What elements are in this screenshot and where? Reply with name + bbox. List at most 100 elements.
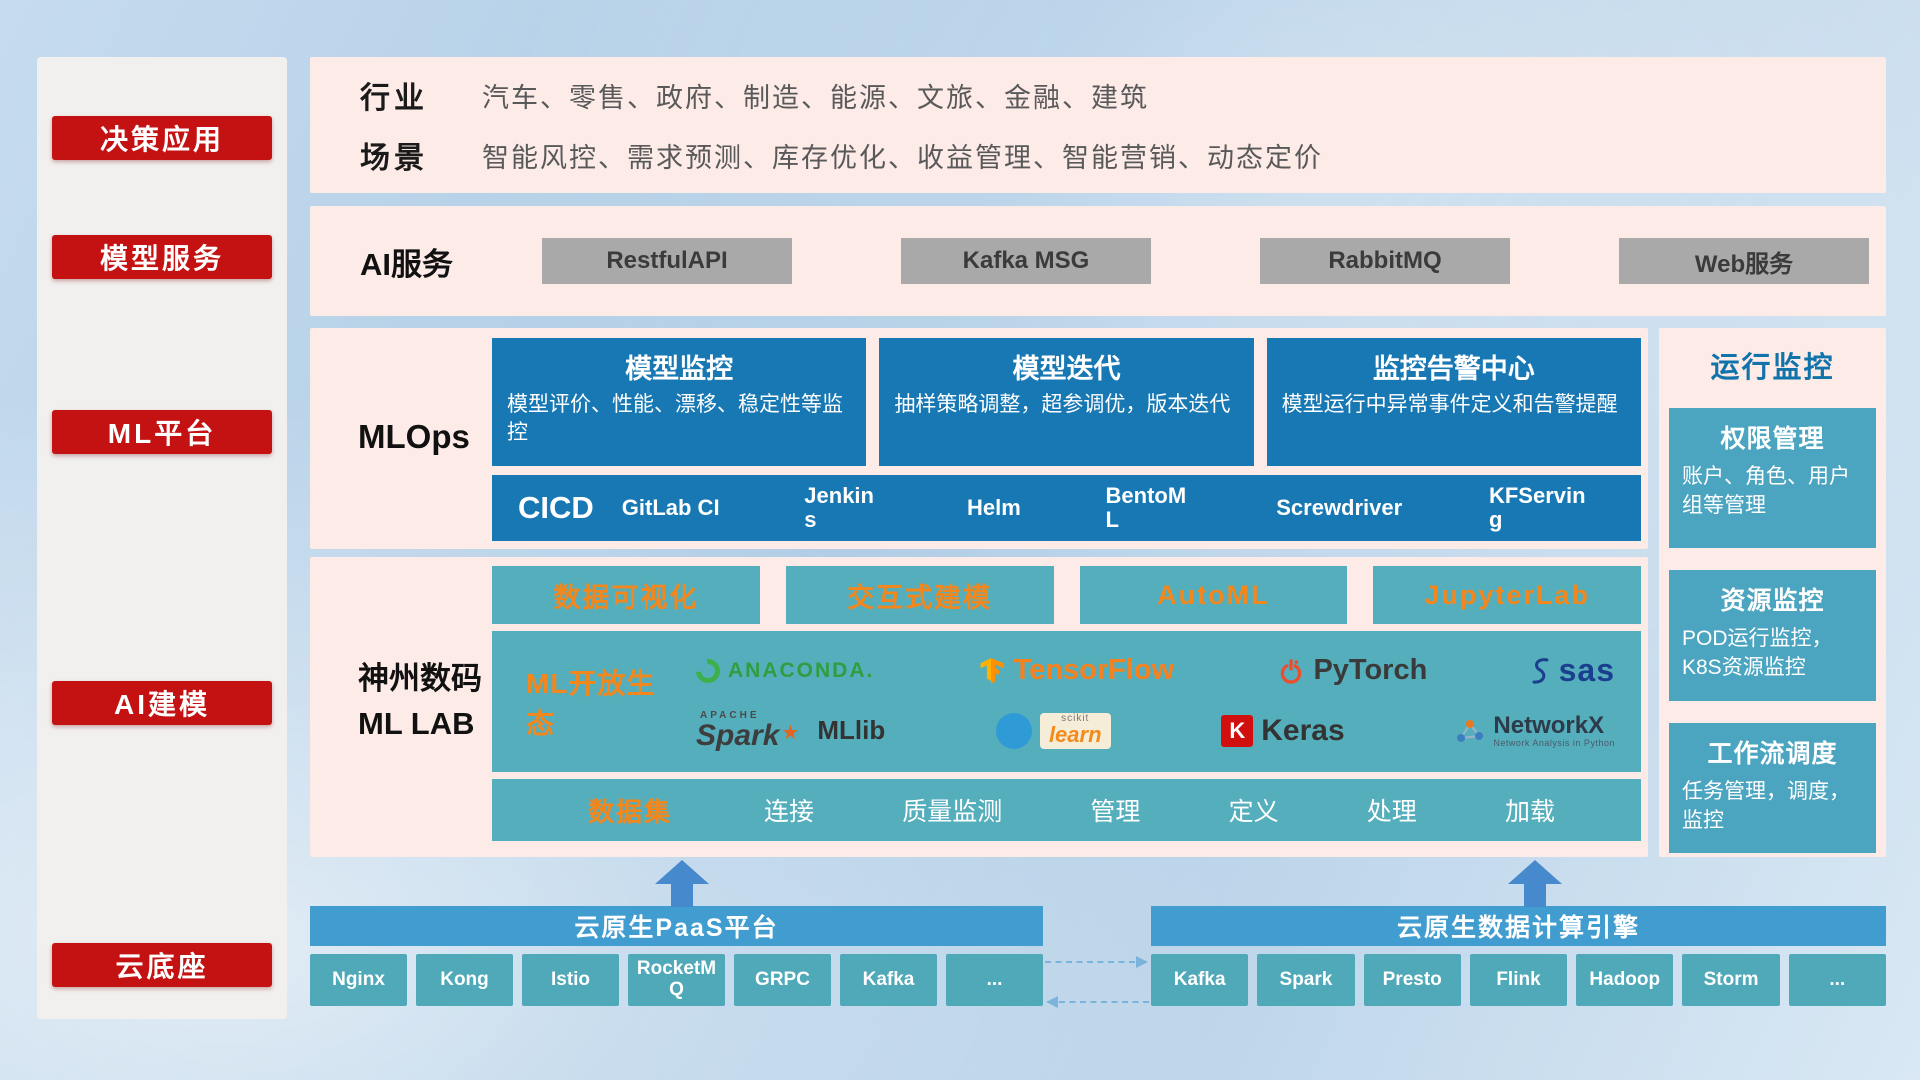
restful-api-box: RestfulAPI (542, 238, 792, 284)
dataset-item-process: 处理 (1366, 798, 1417, 826)
cicd-title: CICD (518, 490, 594, 525)
data-engine-group: 云原生数据计算引擎 Kafka Spark Presto Flink Hadoo… (1151, 906, 1886, 1006)
middle-area: MLOps 模型监控 模型评价、性能、漂移、稳定性等监控 模型迭代 抽样策略调整… (310, 328, 1886, 857)
middle-left-column: MLOps 模型监控 模型评价、性能、漂移、稳定性等监控 模型迭代 抽样策略调整… (310, 328, 1648, 857)
interactive-modeling-box: 交互式建模 (785, 566, 1054, 624)
layer-ml-platform: ML平台 (52, 410, 272, 454)
workflow-scheduling-card: 工作流调度 任务管理，调度，监控 (1669, 723, 1876, 853)
scene-row: 场景 智能风控、需求预测、库存优化、收益管理、智能营销、动态定价 (360, 133, 1886, 177)
dataset-label: 数据集 (588, 796, 673, 827)
apache-label: APACHE (700, 709, 760, 721)
mllab-label-line2: ML LAB (358, 705, 475, 741)
industry-list: 汽车、零售、政府、制造、能源、文旅、金融、建筑 (482, 82, 1149, 113)
left-layer-sidebar: 决策应用 模型服务 ML平台 AI建模 云底座 (37, 57, 287, 1019)
alert-center-card: 监控告警中心 模型运行中异常事件定义和告警提醒 (1266, 338, 1641, 466)
flink-box: Flink (1469, 954, 1568, 1006)
card-title: 工作流调度 (1707, 740, 1838, 768)
kafka-box: Kafka (840, 954, 937, 1006)
paas-components: Nginx Kong Istio RocketMQ GRPC Kafka ... (310, 954, 1043, 1006)
card-desc: 抽样策略调整，超参调优，版本迭代 (894, 393, 1231, 416)
more-box: ... (946, 954, 1043, 1006)
cicd-items: GitLab CI Jenkins Helm BentoML Screwdriv… (622, 484, 1641, 532)
card-title: 模型监控 (625, 354, 734, 384)
storm-box: Storm (1682, 954, 1780, 1006)
cicd-item-helm: Helm (967, 495, 1021, 520)
arrow-stem (1524, 884, 1546, 907)
keras-wordmark: Keras (1261, 713, 1345, 747)
cicd-item-jenkins: Jenkins (804, 483, 874, 532)
ai-service-panel: AI服务 RestfulAPI Kafka MSG RabbitMQ Web服务 (310, 206, 1886, 316)
paas-platform-title: 云原生PaaS平台 (310, 906, 1043, 946)
data-visualization-box: 数据可视化 (492, 566, 760, 624)
engine-components: Kafka Spark Presto Flink Hadoop Storm ..… (1151, 954, 1886, 1006)
pytorch-logo: PyTorch (1277, 654, 1427, 687)
cicd-item-screwdriver: Screwdriver (1276, 495, 1403, 521)
cicd-item-gitlab-ci: GitLab CI (621, 495, 720, 520)
sas-logo: sas (1531, 652, 1615, 689)
dataset-item-manage: 管理 (1090, 798, 1141, 826)
rocketmq-box: RocketMQ (628, 954, 725, 1006)
cicd-item-kfserving: KFServing (1488, 483, 1586, 532)
scikit-learn-wordmark: scikit learn (1039, 712, 1111, 749)
mllab-label: 神州数码 ML LAB (358, 657, 482, 747)
industry-scene-panel: 行业 汽车、零售、政府、制造、能源、文旅、金融、建筑 场景 智能风控、需求预测、… (310, 57, 1886, 193)
arrow-stem (671, 884, 693, 907)
networkx-icon (1457, 719, 1484, 742)
more-engine-box: ... (1788, 954, 1886, 1006)
card-title: 模型迭代 (1012, 354, 1121, 384)
mlops-panel: MLOps 模型监控 模型评价、性能、漂移、稳定性等监控 模型迭代 抽样策略调整… (310, 328, 1648, 549)
anaconda-icon (691, 653, 725, 688)
data-engine-title: 云原生数据计算引擎 (1151, 906, 1886, 946)
rabbitmq-box: RabbitMQ (1260, 238, 1510, 284)
dataset-item-quality: 质量监测 (902, 798, 1003, 826)
dashed-arrow-left-icon (1046, 996, 1149, 1008)
layer-ai-modeling: AI建模 (52, 681, 272, 725)
networkx-logo: NetworkX Network Analysis in Python (1455, 712, 1615, 749)
mllab-label-line1: 神州数码 (358, 661, 482, 696)
networkx-wordmark-stack: NetworkX Network Analysis in Python (1493, 712, 1615, 749)
runtime-monitoring-panel: 运行监控 权限管理 账户、角色、用户组等管理 资源监控 POD运行监控，K8S资… (1659, 328, 1886, 857)
hadoop-box: Hadoop (1576, 954, 1674, 1006)
spark-wordmark-stack: APACHE Spark★ (696, 709, 800, 751)
kong-box: Kong (416, 954, 513, 1006)
presto-box: Presto (1363, 954, 1461, 1006)
logo-row-1: ANACONDA. TensorFlow (691, 652, 1615, 689)
automl-box: AutoML (1079, 566, 1348, 624)
mllab-content: 数据可视化 交互式建模 AutoML JupyterLab ML开放生态 (492, 566, 1641, 841)
exchange-arrows (1043, 906, 1151, 1008)
paas-platform-group: 云原生PaaS平台 Nginx Kong Istio RocketMQ GRPC… (310, 906, 1043, 1006)
keras-icon: K (1221, 714, 1254, 747)
card-title: 监控告警中心 (1372, 354, 1535, 384)
cloud-bars-row: 云原生PaaS平台 Nginx Kong Istio RocketMQ GRPC… (310, 906, 1886, 1008)
scene-list: 智能风控、需求预测、库存优化、收益管理、智能营销、动态定价 (482, 142, 1323, 173)
mllab-tool-row: 数据可视化 交互式建模 AutoML JupyterLab (492, 566, 1641, 624)
ecosystem-logos: ANACONDA. TensorFlow (682, 631, 1641, 772)
dataset-item-connect: 连接 (764, 798, 815, 826)
learn-label: learn (1048, 721, 1102, 747)
industry-label: 行业 (360, 82, 428, 115)
scene-label: 场景 (360, 142, 428, 175)
anaconda-wordmark: ANACONDA. (728, 658, 875, 682)
runtime-monitoring-title: 运行监控 (1710, 352, 1835, 384)
card-desc: 任务管理，调度，监控 (1682, 780, 1850, 833)
dataset-items: 连接 质量监测 管理 定义 处理 加载 (764, 792, 1555, 828)
pytorch-icon (1281, 658, 1302, 684)
tensorflow-icon (980, 657, 1004, 684)
ml-open-ecosystem-panel: ML开放生态 ANACONDA. (492, 631, 1641, 772)
ecosystem-label: ML开放生态 (526, 667, 656, 739)
dataset-item-define: 定义 (1228, 798, 1279, 826)
sas-swoosh-icon (1532, 658, 1549, 684)
mlops-cards: 模型监控 模型评价、性能、漂移、稳定性等监控 模型迭代 抽样策略调整，超参调优，… (492, 338, 1641, 466)
ai-service-label: AI服务 (360, 246, 453, 282)
nginx-box: Nginx (310, 954, 407, 1006)
kafka-msg-box: Kafka MSG (901, 238, 1151, 284)
layer-cloud-base: 云底座 (52, 943, 272, 987)
spark-star-icon: ★ (781, 721, 800, 744)
networkx-subtitle: Network Analysis in Python (1493, 737, 1615, 748)
card-desc: 模型运行中异常事件定义和告警提醒 (1281, 393, 1618, 416)
pytorch-wordmark: PyTorch (1313, 654, 1428, 687)
scikit-learn-icon (995, 712, 1032, 749)
grpc-box: GRPC (734, 954, 831, 1006)
main-diagram-area: 行业 汽车、零售、政府、制造、能源、文旅、金融、建筑 场景 智能风控、需求预测、… (310, 57, 1886, 1008)
arrow-head (655, 860, 709, 884)
